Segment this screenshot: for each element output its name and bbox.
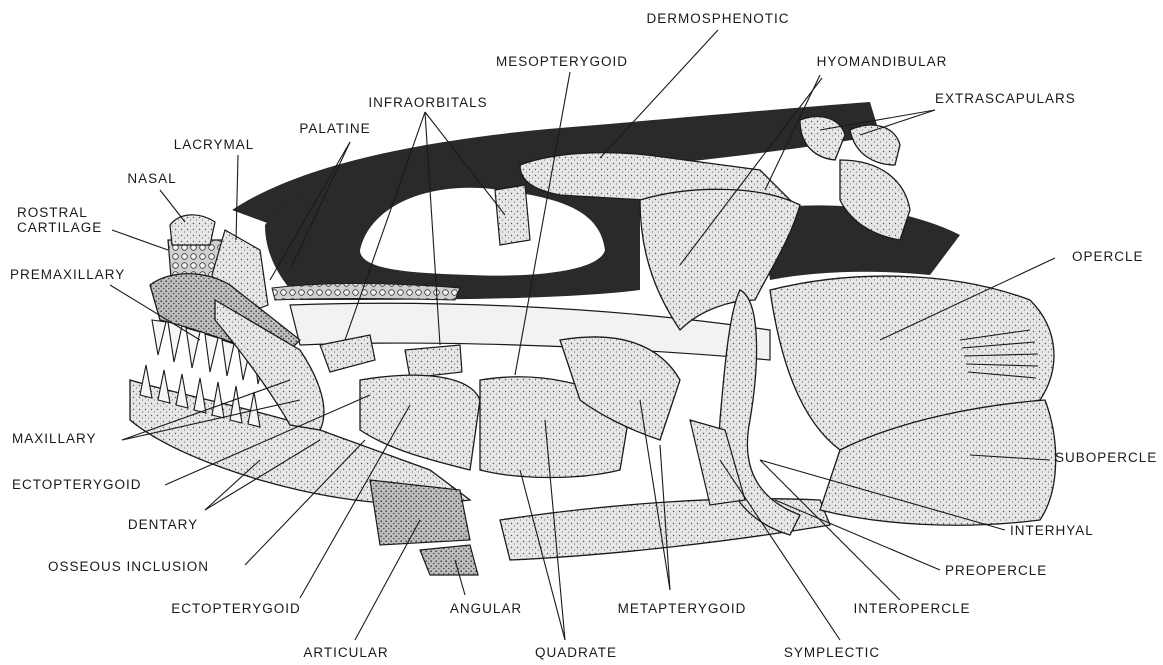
label-premaxillary: PREMAXILLARY	[10, 268, 125, 283]
label-articular: ARTICULAR	[303, 646, 388, 661]
label-interopercle: INTEROPERCLE	[853, 602, 970, 617]
label-osseous-inclusion: OSSEOUS INCLUSION	[48, 560, 209, 575]
label-ectopterygoid-left: ECTOPTERYGOID	[12, 478, 142, 493]
articular-bone	[370, 480, 470, 545]
label-lacrymal: LACRYMAL	[174, 138, 255, 153]
label-mesopterygoid: MESOPTERYGOID	[496, 55, 628, 70]
label-rostral-cartilage: ROSTRAL CARTILAGE	[17, 206, 102, 236]
angular-bone	[420, 545, 478, 575]
label-symplectic: SYMPLECTIC	[784, 646, 880, 661]
infraorbital-2	[405, 345, 462, 378]
palatine-strip	[272, 284, 460, 301]
infraorbital-3	[495, 185, 530, 245]
label-dentary: DENTARY	[128, 518, 198, 533]
label-rostral-line1: ROSTRAL	[17, 206, 102, 221]
label-preopercle: PREOPERCLE	[945, 564, 1047, 579]
label-hyomandibular: HYOMANDIBULAR	[817, 55, 948, 70]
label-palatine: PALATINE	[299, 122, 370, 137]
label-dermosphenotic: DERMOSPHENOTIC	[646, 12, 789, 27]
label-metapterygoid: METAPTERYGOID	[618, 602, 747, 617]
label-maxillary: MAXILLARY	[12, 432, 97, 447]
nasal-bone	[170, 215, 215, 245]
label-quadrate: QUADRATE	[535, 646, 617, 661]
label-ectopterygoid-bottom: ECTOPTERYGOID	[171, 602, 301, 617]
extrascapular-bone-2	[850, 125, 900, 165]
label-nasal: NASAL	[127, 172, 176, 187]
label-interhyal: INTERHYAL	[1010, 524, 1094, 539]
label-rostral-line2: CARTILAGE	[17, 221, 102, 236]
label-extrascapulars: EXTRASCAPULARS	[935, 92, 1076, 107]
label-infraorbitals: INFRAORBITALS	[368, 96, 487, 111]
extrascapular-bone-1	[800, 116, 845, 160]
label-subopercle: SUBOPERCLE	[1055, 451, 1157, 466]
label-opercle: OPERCLE	[1072, 250, 1144, 265]
label-angular: ANGULAR	[450, 602, 522, 617]
